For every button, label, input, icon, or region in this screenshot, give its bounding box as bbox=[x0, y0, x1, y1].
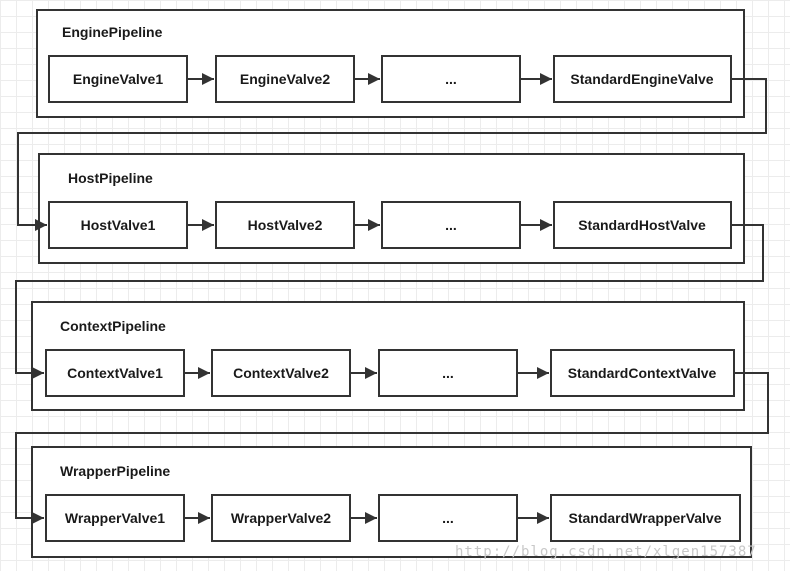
context-valve-2-label: ContextValve2 bbox=[233, 365, 329, 381]
wrapper-valve-2-box bbox=[211, 494, 351, 542]
standard-wrapper-valve-label: StandardWrapperValve bbox=[568, 510, 721, 526]
context-valve-ellipsis-box bbox=[378, 349, 518, 397]
host-valve-ellipsis-box bbox=[381, 201, 521, 249]
host-pipeline-title: HostPipeline bbox=[68, 170, 153, 186]
context-valve-2-box bbox=[211, 349, 351, 397]
context-to-wrapper-connector bbox=[15, 372, 769, 524]
standard-engine-valve-label: StandardEngineValve bbox=[570, 71, 713, 87]
engine-valve-1-label: EngineValve1 bbox=[73, 71, 163, 87]
wrapper-valve-2-label: WrapperValve2 bbox=[231, 510, 331, 526]
engine-valve-1-box bbox=[48, 55, 188, 103]
wrapper-pipeline-title: WrapperPipeline bbox=[60, 463, 170, 479]
engine-pipeline: EnginePipeline EngineValve1 EngineValve2… bbox=[36, 9, 745, 118]
engine-valve-ellipsis-label: ... bbox=[445, 71, 457, 87]
watermark-text: http://blog.csdn.net/xlgen157387 bbox=[455, 544, 757, 560]
engine-valve-2-box bbox=[215, 55, 355, 103]
context-valve-1-label: ContextValve1 bbox=[67, 365, 163, 381]
standard-engine-valve-box bbox=[553, 55, 732, 103]
context-valve-1-box bbox=[45, 349, 185, 397]
wrapper-valve-1-box bbox=[45, 494, 185, 542]
wrapper-pipeline: WrapperPipeline WrapperValve1 WrapperVal… bbox=[31, 446, 752, 558]
host-valve-1-label: HostValve1 bbox=[81, 217, 156, 233]
host-to-context-connector bbox=[15, 224, 764, 379]
engine-valve-2-label: EngineValve2 bbox=[240, 71, 330, 87]
standard-host-valve-box bbox=[553, 201, 732, 249]
standard-wrapper-valve-box bbox=[550, 494, 741, 542]
wrapper-valve-1-label: WrapperValve1 bbox=[65, 510, 165, 526]
standard-context-valve-label: StandardContextValve bbox=[568, 365, 717, 381]
standard-host-valve-label: StandardHostValve bbox=[578, 217, 706, 233]
host-valve-2-box bbox=[215, 201, 355, 249]
wrapper-valve-ellipsis-label: ... bbox=[442, 510, 454, 526]
engine-to-host-connector bbox=[17, 78, 767, 231]
host-pipeline: HostPipeline HostValve1 HostValve2 ... S… bbox=[38, 153, 745, 264]
host-valve-ellipsis-label: ... bbox=[445, 217, 457, 233]
context-valve-ellipsis-label: ... bbox=[442, 365, 454, 381]
context-pipeline: ContextPipeline ContextValve1 ContextVal… bbox=[31, 301, 745, 411]
host-valve-2-label: HostValve2 bbox=[248, 217, 323, 233]
engine-pipeline-title: EnginePipeline bbox=[62, 24, 163, 40]
context-pipeline-title: ContextPipeline bbox=[60, 318, 166, 334]
